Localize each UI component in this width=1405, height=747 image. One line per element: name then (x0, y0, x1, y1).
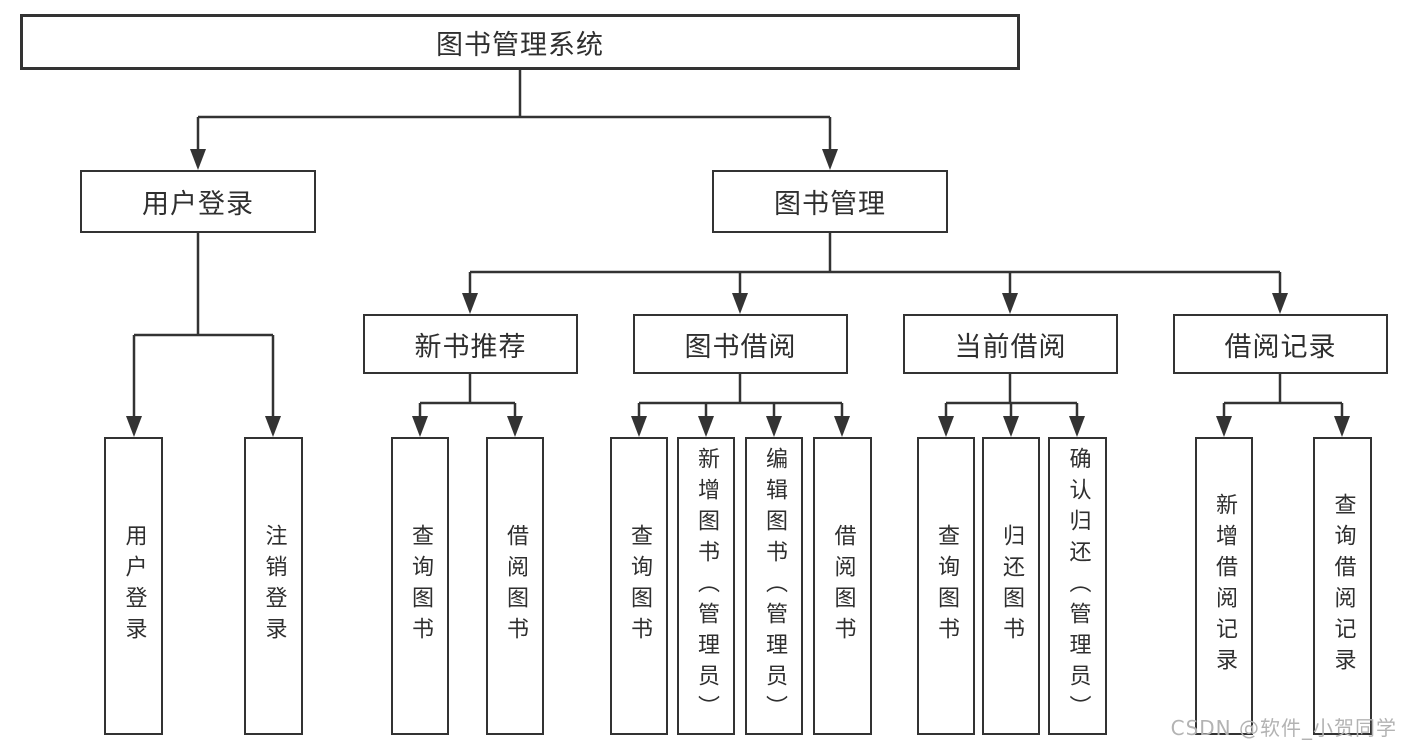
leaf-cb-query-books: 查询图书 (917, 437, 975, 735)
csdn-watermark: CSDN @软件_小贺同学 (1170, 716, 1397, 740)
leaf-nbr-query-books: 查询图书 (391, 437, 449, 735)
leaf-bb-borrow-books: 借阅图书 (813, 437, 872, 735)
node-borrowing-records: 借阅记录 (1173, 314, 1388, 374)
tree-edges (132, 70, 1344, 419)
node-book-borrowing: 图书借阅 (633, 314, 848, 374)
node-library-management-system: 图书管理系统 (20, 14, 1020, 70)
node-current-borrowing: 当前借阅 (903, 314, 1118, 374)
node-user-login-module: 用户登录 (80, 170, 316, 233)
node-new-book-recommendation: 新书推荐 (363, 314, 578, 374)
leaf-logout: 注销登录 (244, 437, 303, 735)
leaf-cb-return-books: 归还图书 (982, 437, 1040, 735)
leaf-nbr-borrow-books: 借阅图书 (486, 437, 544, 735)
node-book-management: 图书管理 (712, 170, 948, 233)
leaf-bb-edit-books-admin: 编辑图书（管理员） (745, 437, 803, 735)
leaf-user-login: 用户登录 (104, 437, 163, 735)
arrowheads (126, 149, 1350, 437)
leaf-br-query-record: 查询借阅记录 (1313, 437, 1372, 735)
leaf-cb-confirm-return-admin: 确认归还（管理员） (1048, 437, 1107, 735)
leaf-br-add-record: 新增借阅记录 (1195, 437, 1253, 735)
leaf-bb-add-books-admin: 新增图书（管理员） (677, 437, 735, 735)
leaf-bb-query-books: 查询图书 (610, 437, 668, 735)
